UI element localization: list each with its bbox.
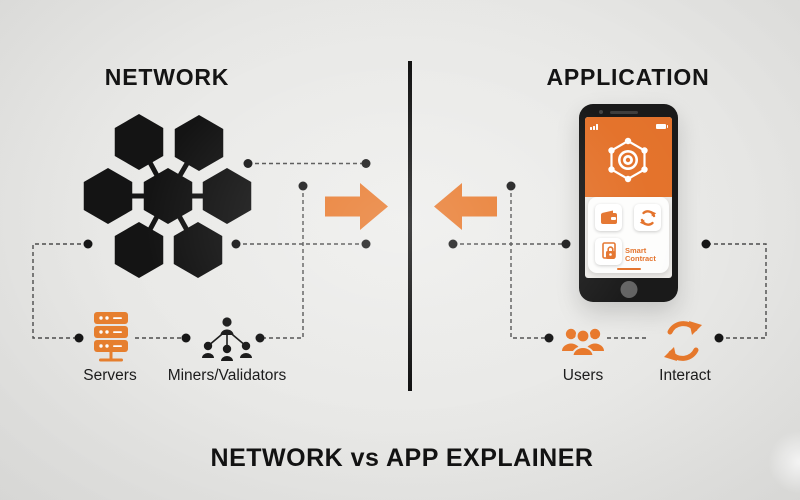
phone-speaker	[610, 110, 638, 114]
connector-hex-to-servers	[32, 243, 88, 339]
application-section-title: APPLICATION	[546, 64, 710, 90]
dashed-connectors	[32, 162, 767, 339]
hexagon-network-icon	[83, 114, 252, 278]
connector-dots	[74, 159, 724, 343]
servers-label: Servers	[83, 367, 137, 384]
connector-interact-to-phone	[706, 243, 767, 339]
phone-home-button	[620, 281, 637, 298]
hexagon-nodes	[83, 114, 252, 278]
contract-lock-icon	[601, 242, 616, 259]
hexagon-node-logo-icon	[608, 137, 648, 183]
refresh-tile	[634, 204, 661, 231]
refresh-icon	[639, 209, 656, 226]
app-card: Smart Contract	[588, 197, 669, 273]
contract-tile	[595, 238, 622, 265]
circular-arrows-icon	[664, 321, 702, 361]
footer-title: NETWORK vs APP EXPLAINER	[210, 444, 594, 472]
signal-icon	[590, 123, 602, 130]
battery-icon	[656, 124, 668, 129]
people-network-icon	[202, 317, 252, 361]
smartphone-illustration: Smart Contract	[579, 104, 678, 302]
server-stack-icon	[94, 312, 128, 362]
app-header	[585, 117, 672, 197]
phone-camera-icon	[599, 110, 603, 114]
card-accent-bar	[617, 267, 641, 270]
smart-contract-label: Smart Contract	[625, 246, 656, 264]
arrow-left-icon	[434, 183, 497, 230]
arrow-right-icon	[325, 183, 388, 230]
network-section-title: NETWORK	[104, 64, 230, 90]
phone-screen: Smart Contract	[585, 117, 672, 278]
interact-label: Interact	[659, 367, 711, 384]
user-group-icon	[562, 328, 604, 357]
connector-phone-to-users	[510, 186, 549, 339]
wallet-tile	[595, 204, 622, 231]
center-divider-line	[408, 61, 412, 391]
connector-miners-to-hex	[260, 186, 304, 339]
wallet-icon	[600, 210, 617, 224]
miners-validators-label: Miners/Validators	[167, 367, 287, 384]
users-label: Users	[562, 367, 604, 384]
